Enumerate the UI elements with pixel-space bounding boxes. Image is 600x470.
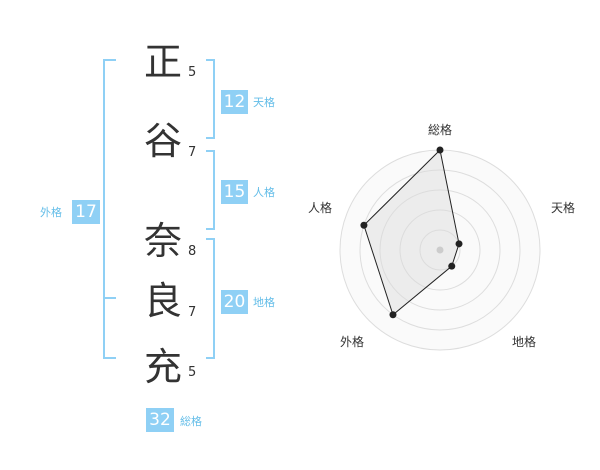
radar-axis-label-3: 地格 xyxy=(512,334,536,349)
jinkaku-value: 15 xyxy=(221,180,248,204)
radar-point-3 xyxy=(448,262,456,270)
jinkaku-label: 人格 xyxy=(253,186,275,199)
gaikaku-value: 17 xyxy=(72,200,100,224)
soukaku-label: 総格 xyxy=(180,415,202,428)
chikaku-bracket xyxy=(206,238,215,359)
gaikaku-label: 外格 xyxy=(40,206,62,219)
radar-point-4 xyxy=(389,311,397,319)
name-char-3: 奈 xyxy=(143,219,182,263)
name-char-2: 谷 xyxy=(143,119,182,163)
name-char-4: 良 xyxy=(143,279,182,323)
radar-axis-label-1: 総格 xyxy=(428,122,452,137)
tenkaku-value: 12 xyxy=(221,90,248,114)
radar-center-dot xyxy=(436,246,444,254)
chikaku-label: 地格 xyxy=(253,296,275,309)
radar-point-1 xyxy=(436,146,444,154)
tenkaku-label: 天格 xyxy=(253,96,275,109)
stroke-count-1: 5 xyxy=(188,65,197,80)
chikaku-value: 20 xyxy=(221,290,248,314)
radar-axis-label-2: 天格 xyxy=(551,200,575,215)
radar-area xyxy=(363,148,460,316)
stroke-count-5: 5 xyxy=(188,365,197,380)
name-char-1: 正 xyxy=(143,40,182,84)
radar-point-2 xyxy=(455,240,463,248)
radar-ring-1 xyxy=(419,229,461,271)
radar-axis-label-4: 外格 xyxy=(340,334,364,349)
soukaku-value: 32 xyxy=(146,408,174,432)
name-char-5: 充 xyxy=(143,345,182,389)
stroke-count-4: 7 xyxy=(188,305,197,320)
gaikaku-bracket xyxy=(103,59,116,359)
radar-ring-4 xyxy=(359,169,521,331)
radar-point-5 xyxy=(360,221,368,229)
radar-axis-label-5: 人格 xyxy=(308,200,332,215)
stroke-count-2: 7 xyxy=(188,145,197,160)
stroke-count-3: 8 xyxy=(188,244,197,259)
tenkaku-bracket xyxy=(206,59,215,139)
jinkaku-bracket xyxy=(206,150,215,230)
radar-ring-2 xyxy=(399,209,481,291)
radar-ring-3 xyxy=(379,189,501,311)
